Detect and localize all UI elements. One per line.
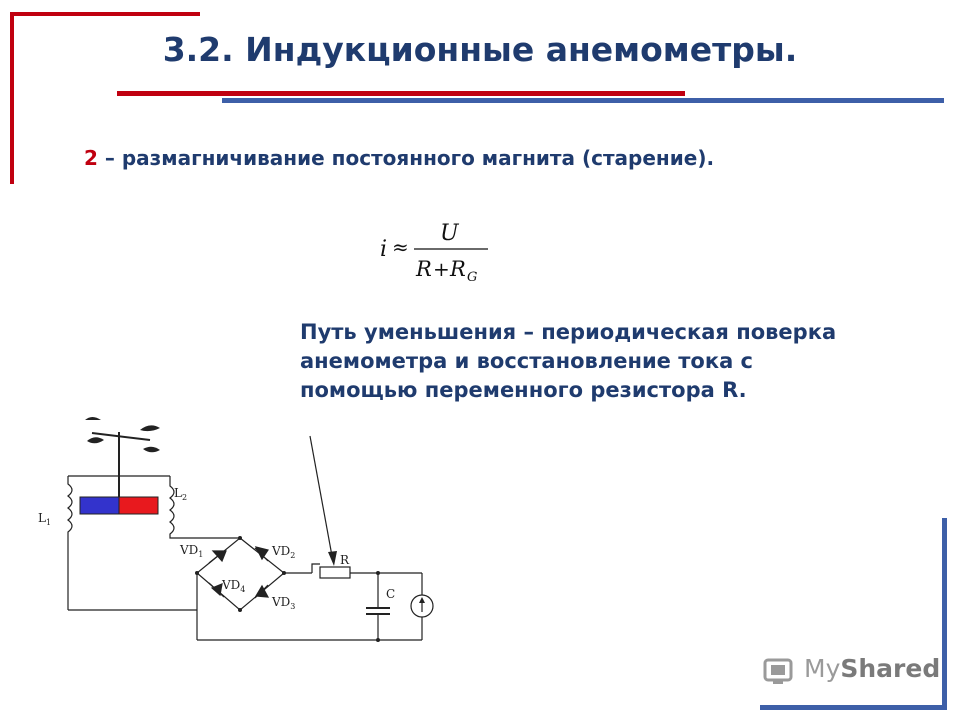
subtitle-text: – размагничивание постоянного магнита (с… <box>97 146 715 170</box>
formula-subscript-g: G <box>467 270 477 285</box>
title-underline-red <box>117 91 685 96</box>
formula-plus: + <box>433 257 450 281</box>
current-formula: i ≈ U R + R G <box>380 221 488 285</box>
diode-vd2-bar <box>254 547 269 562</box>
spinner-cup-right-bottom <box>143 446 160 453</box>
subtitle-number: 2 <box>84 146 98 170</box>
label-r: R <box>340 553 350 567</box>
junction-dot <box>376 571 380 575</box>
label-vd4: VD4 <box>221 578 245 594</box>
formula-denominator-r: R <box>415 257 432 281</box>
junction-dot <box>238 536 242 540</box>
resistor-wiper <box>311 563 320 573</box>
spinner-cup-left-top <box>85 417 101 420</box>
reduction-note: Путь уменьшения – периодическая поверка … <box>300 320 837 402</box>
title-underline-blue <box>222 98 944 103</box>
diode-vd1-symbol <box>211 550 227 563</box>
bridge-diamond <box>196 537 285 611</box>
myshared-logo-icon <box>763 658 793 684</box>
label-c: C <box>386 587 395 601</box>
slide-title: 3.2. Индукционные анемометры. <box>162 30 798 69</box>
formula-lhs: i <box>380 237 387 262</box>
junction-dot <box>195 571 199 575</box>
diode-vd2-symbol <box>254 546 269 561</box>
coil-l2 <box>169 476 240 539</box>
magnet-red-pole <box>118 496 159 515</box>
label-vd1: VD1 <box>179 543 203 559</box>
label-vd3: VD3 <box>271 595 295 611</box>
frame-right-blue-bar <box>942 518 947 710</box>
myshared-watermark: MyShared <box>804 654 940 683</box>
pointer-line <box>309 435 333 557</box>
label-vd2: VD2 <box>271 544 295 560</box>
watermark-my: My <box>804 654 841 683</box>
pointer-arrowhead <box>328 551 337 566</box>
frame-left-red-bar <box>10 12 14 184</box>
diode-vd1-bar <box>208 550 225 564</box>
formula-approx: ≈ <box>392 235 409 259</box>
formula-denominator-rg: R <box>449 257 466 281</box>
junction-dot <box>376 638 380 642</box>
frame-top-red-bar <box>10 12 200 16</box>
slide-subtitle: 2 – размагничивание постоянного магнита … <box>84 146 714 170</box>
formula-numerator: U <box>440 221 460 246</box>
spinner-cup-right-top <box>140 425 160 432</box>
resistor-r <box>319 566 351 579</box>
watermark-shared: Shared <box>840 654 941 683</box>
coil-l1 <box>67 476 73 610</box>
label-l2: L2 <box>174 486 187 502</box>
label-l1: L1 <box>38 511 51 527</box>
spinner-arm <box>91 432 151 441</box>
ammeter-arrow-icon <box>419 597 425 603</box>
frame-bottom-blue-bar <box>760 705 947 710</box>
spinner-cup-left-bottom <box>87 437 104 444</box>
junction-dot <box>238 608 242 612</box>
junction-dot <box>282 571 286 575</box>
magnet-blue-pole <box>79 496 120 515</box>
diode-vd3-bar <box>254 584 269 599</box>
diode-vd4-bar <box>208 582 225 598</box>
